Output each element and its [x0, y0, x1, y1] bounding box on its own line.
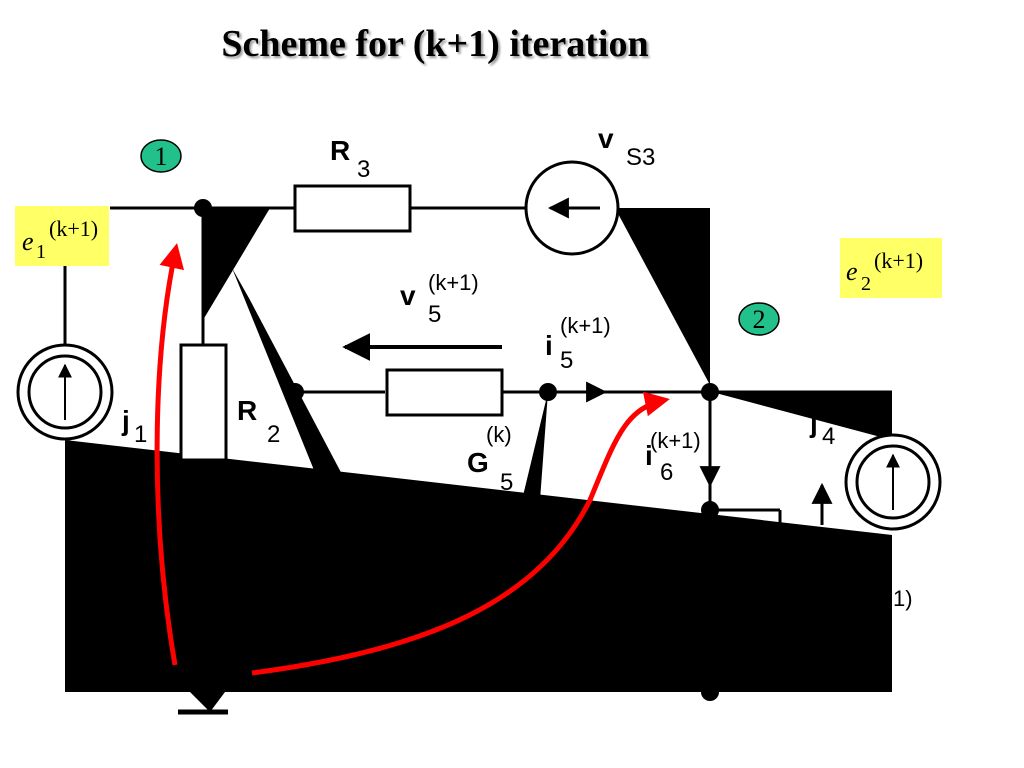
black-region-g5-wedge	[522, 392, 548, 500]
current-source-icon	[844, 433, 942, 531]
svg-text:3: 3	[357, 156, 370, 183]
label-i6: i 6 (k+1)	[645, 428, 701, 486]
label-g5: G 5 (k)	[467, 422, 513, 496]
black-region-right-top	[610, 208, 710, 240]
svg-text:(k+1): (k+1)	[428, 270, 479, 295]
red-path-right	[251, 391, 670, 676]
label-v5: v 5 (k+1)	[400, 270, 479, 328]
label-partial: 1)	[893, 586, 913, 611]
label-r2: R 2	[237, 395, 280, 448]
label-j1: j 1	[121, 405, 147, 448]
black-region-right	[615, 208, 710, 385]
resistor-r3	[293, 184, 412, 233]
svg-text:S3: S3	[626, 144, 655, 171]
resistor-r2	[179, 343, 228, 462]
svg-text:(k+1): (k+1)	[560, 313, 611, 338]
svg-text:v: v	[598, 123, 614, 154]
potential-e2-box: e 2 (k+1)	[840, 238, 942, 298]
svg-text:2: 2	[267, 421, 280, 448]
label-r3: R 3	[330, 135, 370, 183]
black-region-right-band	[712, 392, 892, 440]
black-region-r2-diag	[232, 268, 345, 480]
svg-text:5: 5	[560, 347, 573, 374]
black-region-r2-wedge	[203, 208, 270, 320]
slide-title: Scheme for (k+1) iteration	[221, 23, 649, 65]
svg-text:4: 4	[822, 423, 835, 450]
svg-text:1: 1	[155, 142, 168, 171]
node-badge-1: 1	[140, 139, 182, 173]
svg-text:1: 1	[36, 241, 46, 263]
svg-text:v: v	[400, 280, 416, 311]
svg-text:(k+1): (k+1)	[874, 248, 923, 273]
svg-text:6: 6	[660, 459, 673, 486]
node-badge-2: 2	[738, 302, 780, 336]
red-path-left	[154, 243, 185, 666]
svg-text:(k): (k)	[486, 422, 512, 447]
junctions	[194, 199, 719, 701]
svg-text:e: e	[846, 257, 858, 286]
svg-text:i: i	[645, 440, 653, 471]
svg-text:j: j	[121, 405, 130, 436]
svg-text:2: 2	[861, 273, 871, 295]
svg-text:G: G	[467, 447, 489, 478]
label-j4: j 4	[809, 407, 835, 450]
svg-text:i: i	[545, 330, 553, 361]
voltage-source-icon	[524, 160, 620, 256]
svg-text:5: 5	[428, 301, 441, 328]
ground-icon	[178, 692, 228, 715]
svg-text:R: R	[237, 395, 257, 426]
svg-text:j: j	[809, 407, 818, 438]
potential-e1-box: e 1 (k+1)	[15, 206, 109, 266]
svg-text:1: 1	[134, 421, 147, 448]
svg-text:(k+1): (k+1)	[650, 428, 701, 453]
label-vs3: v S3	[598, 123, 655, 171]
resistor-r5	[385, 368, 504, 417]
svg-text:R: R	[330, 135, 350, 166]
label-i5: i 5 (k+1)	[545, 313, 611, 374]
black-region-bottom	[65, 440, 892, 692]
svg-text:5: 5	[500, 469, 513, 496]
current-source-icon	[16, 343, 114, 441]
svg-text:e: e	[22, 227, 34, 256]
svg-text:2: 2	[753, 305, 766, 334]
svg-text:(k+1): (k+1)	[49, 216, 98, 241]
